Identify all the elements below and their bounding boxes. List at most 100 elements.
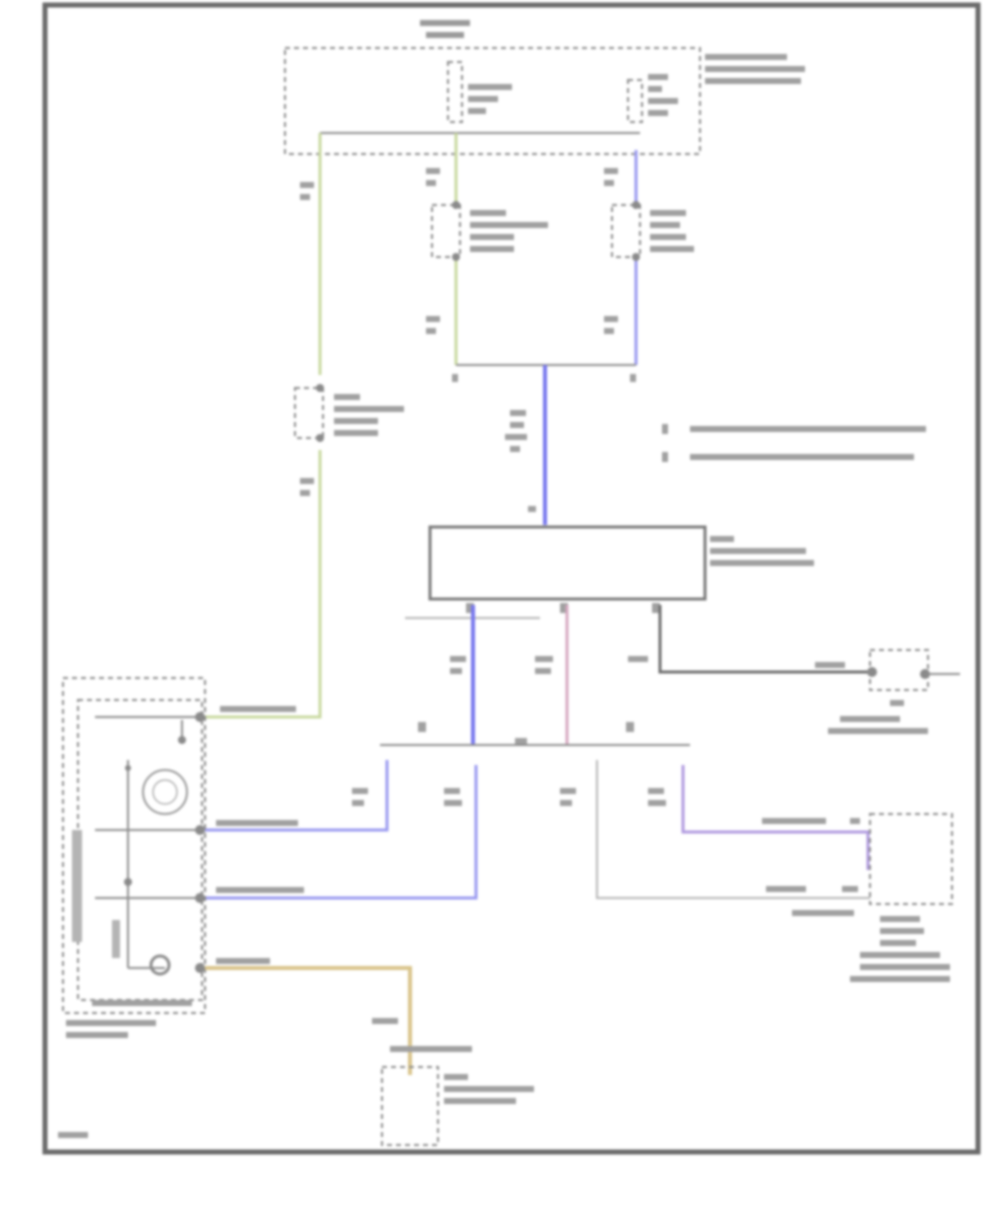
wire-center-left-tag-4 — [426, 328, 436, 334]
splice-bar-right-tag — [630, 374, 636, 382]
wire-center-left-tag-3 — [426, 316, 440, 322]
pin-3-label — [216, 887, 304, 893]
control-unit-pin-left — [466, 603, 474, 613]
left-assembly-pin-4 — [195, 963, 205, 973]
diagram-id-text — [58, 1132, 88, 1138]
connector-center-right-text-4 — [650, 246, 694, 252]
right-module-connector-text — [792, 910, 854, 916]
left-assembly-pin-2 — [195, 825, 205, 835]
connector-left-mid-text-4 — [334, 430, 378, 436]
connector-left-mid-text-2 — [334, 406, 404, 412]
top-box-side-text-2 — [705, 66, 805, 72]
wire-yellow-bottom — [205, 966, 412, 1075]
right-module-text-2 — [880, 928, 924, 934]
wire-bus-to-left-violet — [205, 765, 478, 900]
wire-main-blue-tag-4 — [510, 446, 520, 452]
wire-bus-to-left-blue — [205, 760, 389, 832]
wire-center-left-tag-2 — [426, 180, 436, 186]
fuse-left-text-1 — [468, 84, 512, 90]
bottom-connector-box — [381, 1066, 439, 1146]
wire-center-left-tag-1 — [426, 168, 440, 174]
motor-symbol-inner — [152, 779, 178, 805]
wire-main-blue-tag-2 — [510, 422, 524, 428]
connector-left-mid-pin-top — [316, 384, 324, 392]
branch-tag-3a — [560, 788, 576, 794]
left-assembly-pin-node-1 — [178, 736, 186, 744]
right-module-text-4 — [860, 952, 940, 958]
wire-left-tag-4 — [300, 490, 310, 496]
wire-center-right-tag-4 — [604, 328, 614, 334]
pin-4-label — [216, 958, 270, 964]
splice-bus-tag-right — [626, 722, 634, 732]
control-unit-text-1 — [710, 536, 734, 542]
ground-connector-text-1 — [840, 716, 900, 722]
wire-center-right-tag-1 — [604, 168, 618, 174]
wire-main-blue-tag-5 — [528, 506, 536, 512]
bottom-connector-text-1 — [444, 1074, 468, 1080]
branch-tag-4b — [648, 800, 666, 806]
connector-center-left-pin-top — [452, 201, 460, 209]
wire-yellow-tag — [372, 1018, 398, 1024]
right-module-text-5 — [860, 964, 950, 970]
left-assembly-inner — [77, 699, 203, 1001]
left-assembly-connector-text — [92, 1000, 192, 1006]
connector-left-mid-text-1 — [334, 394, 360, 400]
connector-center-right-pin-bottom — [632, 253, 640, 261]
splice-bar-left-tag — [452, 374, 458, 382]
ground-connector — [869, 649, 929, 691]
fuse-left-element — [447, 61, 463, 123]
right-module-text-1 — [880, 916, 920, 922]
left-assembly-pin-3 — [195, 893, 205, 903]
left-assembly-node-b — [124, 878, 132, 886]
branch-tag-1a — [352, 788, 368, 794]
wire-bus-to-right-violet — [681, 765, 870, 870]
right-module-pin-tag-1 — [850, 818, 860, 824]
left-assembly-pin-1 — [195, 712, 205, 722]
wire-main-blue-tag-1 — [510, 410, 526, 416]
right-module-pin-tag-2 — [842, 886, 858, 892]
wire-cu-blue-tag-2 — [450, 668, 462, 674]
branch-tag-1b — [352, 800, 364, 806]
wire-cu-pink-tag-1 — [535, 656, 553, 662]
fuse-left-text-3 — [468, 108, 486, 114]
wire-cu-dark-ground — [658, 605, 870, 674]
connector-center-left-text-2 — [470, 222, 548, 228]
wire-center-right-tag-2 — [604, 180, 614, 186]
left-assembly-name-1 — [66, 1020, 156, 1026]
connector-left-mid-text-3 — [334, 418, 378, 424]
connector-center-right-text-1 — [650, 210, 686, 216]
bottom-connector-text-2 — [444, 1086, 534, 1092]
right-module-wire-tag-2 — [766, 886, 806, 892]
left-assembly-outer — [62, 677, 206, 1014]
fuse-right-text-2 — [648, 86, 662, 92]
wire-left-tag-1 — [300, 182, 314, 188]
branch-tag-3b — [560, 800, 572, 806]
wire-cu-blue-tag-1 — [450, 656, 466, 662]
connector-center-right — [611, 204, 641, 258]
connector-center-left-text-1 — [470, 210, 506, 216]
control-unit-pin-right — [652, 603, 660, 613]
wire-left-tag-2 — [300, 194, 310, 200]
legend-marker-1 — [662, 424, 668, 434]
fuse-right-text-1 — [648, 74, 668, 80]
right-module-wire-tag-1 — [762, 818, 826, 824]
wire-main-blue-tag-3 — [505, 434, 527, 440]
wire-center-right-tag-3 — [604, 316, 618, 322]
connector-center-left — [431, 204, 461, 258]
ground-connector-pin-left — [867, 667, 877, 677]
connector-center-right-text-3 — [650, 234, 686, 240]
legend-text-1 — [690, 426, 926, 432]
control-unit-pin-mid — [560, 603, 568, 613]
branch-tag-4a — [648, 788, 664, 794]
wire-cu-ground-tag — [628, 656, 648, 662]
wire-cu-pink-tag-2 — [535, 668, 551, 674]
splice-bus-tag-mid — [515, 738, 527, 744]
splice-bus-tag-left — [418, 722, 426, 732]
connector-left-mid — [294, 387, 324, 439]
right-module-box — [869, 813, 953, 905]
legend-marker-2 — [662, 452, 668, 462]
ground-connector-text-3 — [890, 700, 904, 706]
right-module-text-6 — [850, 976, 950, 982]
ground-connector-text-2 — [828, 728, 928, 734]
